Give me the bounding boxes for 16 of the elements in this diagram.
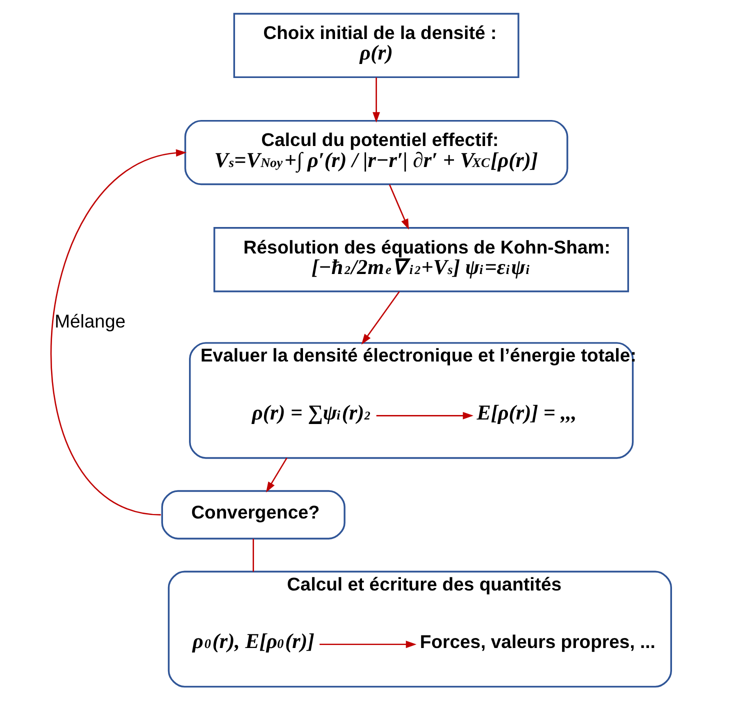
node-text: E[ρ(r)] = ,,, (476, 400, 576, 424)
node-text: ρ(r) = ∑ψi(r)2 (252, 400, 370, 424)
node-box: Résolution des équations de Kohn-Sham: [−ħ2/2me∇i2+Vs] ψi=εiψi (212, 227, 629, 292)
arrow (50, 149, 186, 516)
arrow (376, 412, 473, 420)
arrow (319, 640, 416, 648)
node-box: Convergence? (160, 490, 345, 540)
node-box: Choix initial de la densité : ρ(r) (232, 12, 519, 78)
node-text: Forces, valeurs propres, ... (419, 630, 655, 652)
arrow (372, 78, 380, 123)
arrow (388, 184, 408, 230)
connector (252, 538, 254, 572)
arrow (360, 291, 400, 345)
edge-label: Mélange (54, 310, 126, 332)
node-text: ρ0(r), E[ρ0(r)] (192, 629, 314, 654)
arrow (266, 458, 287, 492)
